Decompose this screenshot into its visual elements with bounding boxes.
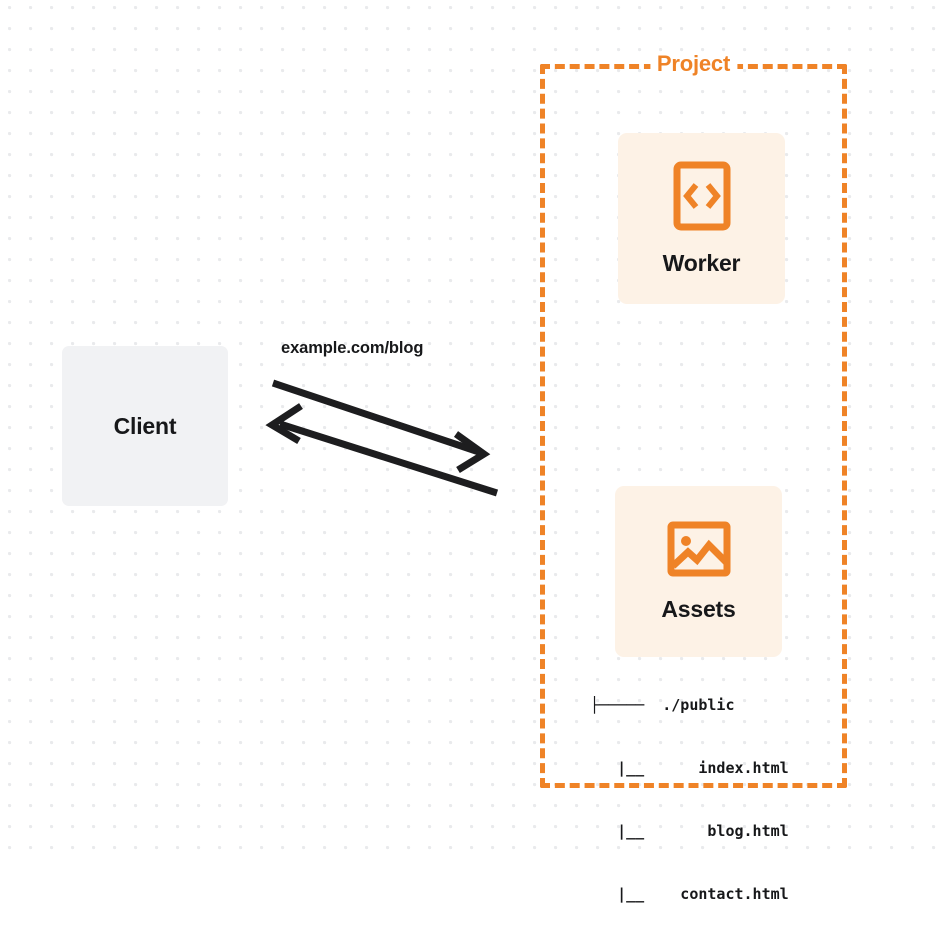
image-icon xyxy=(667,521,731,582)
project-title: Project xyxy=(649,53,738,75)
file-tree-line: |__ blog.html xyxy=(590,822,789,840)
code-brackets-icon xyxy=(673,161,731,236)
file-tree-line: |__ index.html xyxy=(590,759,789,777)
assets-card[interactable]: Assets xyxy=(615,486,782,657)
client-node-label: Client xyxy=(113,412,177,439)
file-tree-line: |__ contact.html xyxy=(590,885,789,903)
connection-url-label: example.com/blog xyxy=(281,339,424,357)
assets-file-tree: ├───── ./public |__ index.html |__ blog.… xyxy=(590,653,835,947)
worker-card[interactable]: Worker xyxy=(618,133,785,304)
file-tree-line: ├───── ./public xyxy=(590,696,735,714)
assets-card-label: Assets xyxy=(661,595,736,622)
project-container: Project Worker Assets ├───── ./public |_… xyxy=(540,53,847,903)
client-node[interactable]: Client xyxy=(62,346,228,506)
worker-card-label: Worker xyxy=(662,249,741,276)
